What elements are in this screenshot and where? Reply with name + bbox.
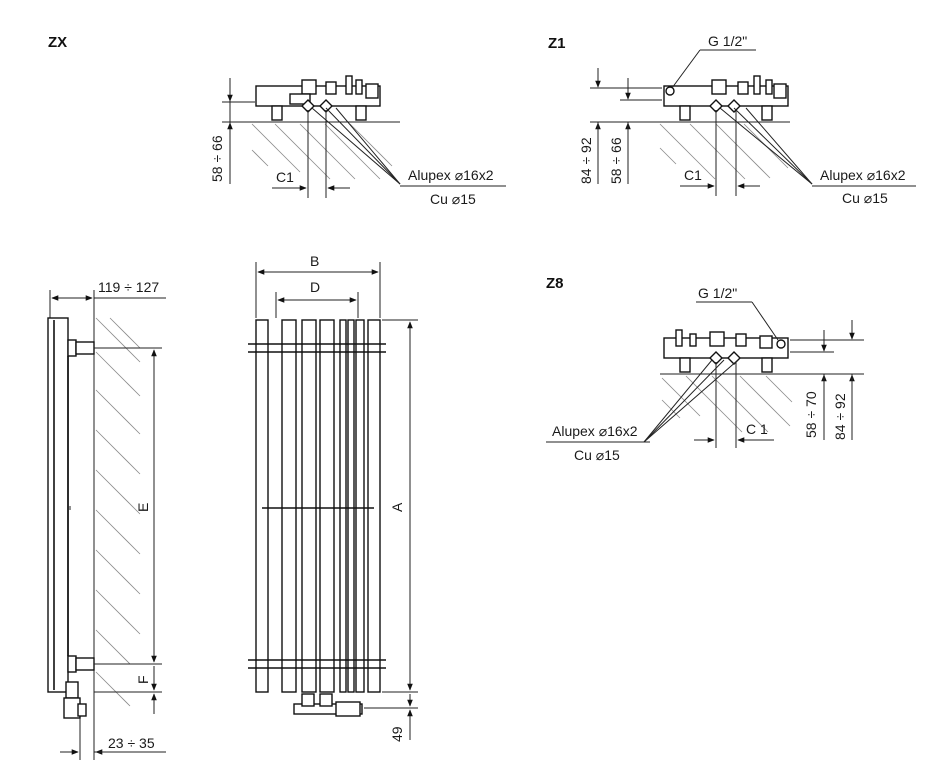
z8-view: Z8 G 1/2" — [546, 275, 864, 463]
front-valve — [293, 693, 363, 717]
z8-dim-inner: 58 ÷ 70 — [803, 391, 819, 438]
zx-title: ZX — [48, 34, 67, 51]
zx-dim-height: 58 ÷ 66 — [209, 135, 225, 182]
z1-pipe-alupex: Alupex ⌀16x2 — [820, 167, 906, 183]
side-bracket-bottom — [75, 657, 95, 671]
z1-view: Z1 G 1/2" — [548, 33, 916, 206]
zx-valve-assembly — [255, 75, 381, 121]
side-dim-f: F — [135, 675, 151, 684]
z8-thread: G 1/2" — [698, 285, 737, 301]
zx-pipe-alupex: Alupex ⌀16x2 — [408, 167, 494, 183]
zx-view: ZX 58 ÷ 66 — [48, 34, 506, 207]
z8-g12-port — [776, 339, 786, 349]
z8-hatching — [661, 375, 793, 433]
z8-pipe-alupex: Alupex ⌀16x2 — [552, 423, 638, 439]
zx-hatching — [251, 123, 393, 180]
z1-valve-assembly — [663, 75, 789, 121]
z1-dim-inner: 58 ÷ 66 — [608, 137, 624, 184]
side-view: 119 ÷ 127 E — [47, 279, 166, 760]
side-radiator-body — [47, 317, 69, 693]
side-dim-bottom: 23 ÷ 35 — [108, 735, 155, 751]
z8-dim-c1: C 1 — [746, 421, 768, 437]
front-dim-d: D — [310, 279, 320, 295]
front-dim-a: A — [389, 502, 405, 512]
z1-hatching — [659, 123, 789, 180]
front-view: B D A — [248, 253, 418, 742]
side-hatching — [95, 317, 141, 707]
side-dim-wall: 119 ÷ 127 — [98, 279, 159, 295]
zx-dim-c1: C1 — [276, 169, 294, 185]
zx-pipe-cu: Cu ⌀15 — [430, 191, 476, 207]
z8-pipe-cu: Cu ⌀15 — [574, 447, 620, 463]
z1-title: Z1 — [548, 35, 566, 52]
front-dim-49: 49 — [389, 726, 405, 742]
front-tubes — [255, 319, 381, 693]
side-dim-e: E — [135, 503, 151, 512]
side-bracket-top — [75, 341, 95, 355]
z1-dim-c1: C1 — [684, 167, 702, 183]
z1-g12-port — [665, 86, 675, 96]
z8-title: Z8 — [546, 275, 564, 292]
front-dim-b: B — [310, 253, 319, 269]
z1-dim-outer: 84 ÷ 92 — [578, 137, 594, 184]
z1-pipe-cu: Cu ⌀15 — [842, 190, 888, 206]
z8-valve-assembly — [663, 329, 789, 373]
z8-dim-outer: 84 ÷ 92 — [832, 393, 848, 440]
z1-thread: G 1/2" — [708, 33, 747, 49]
